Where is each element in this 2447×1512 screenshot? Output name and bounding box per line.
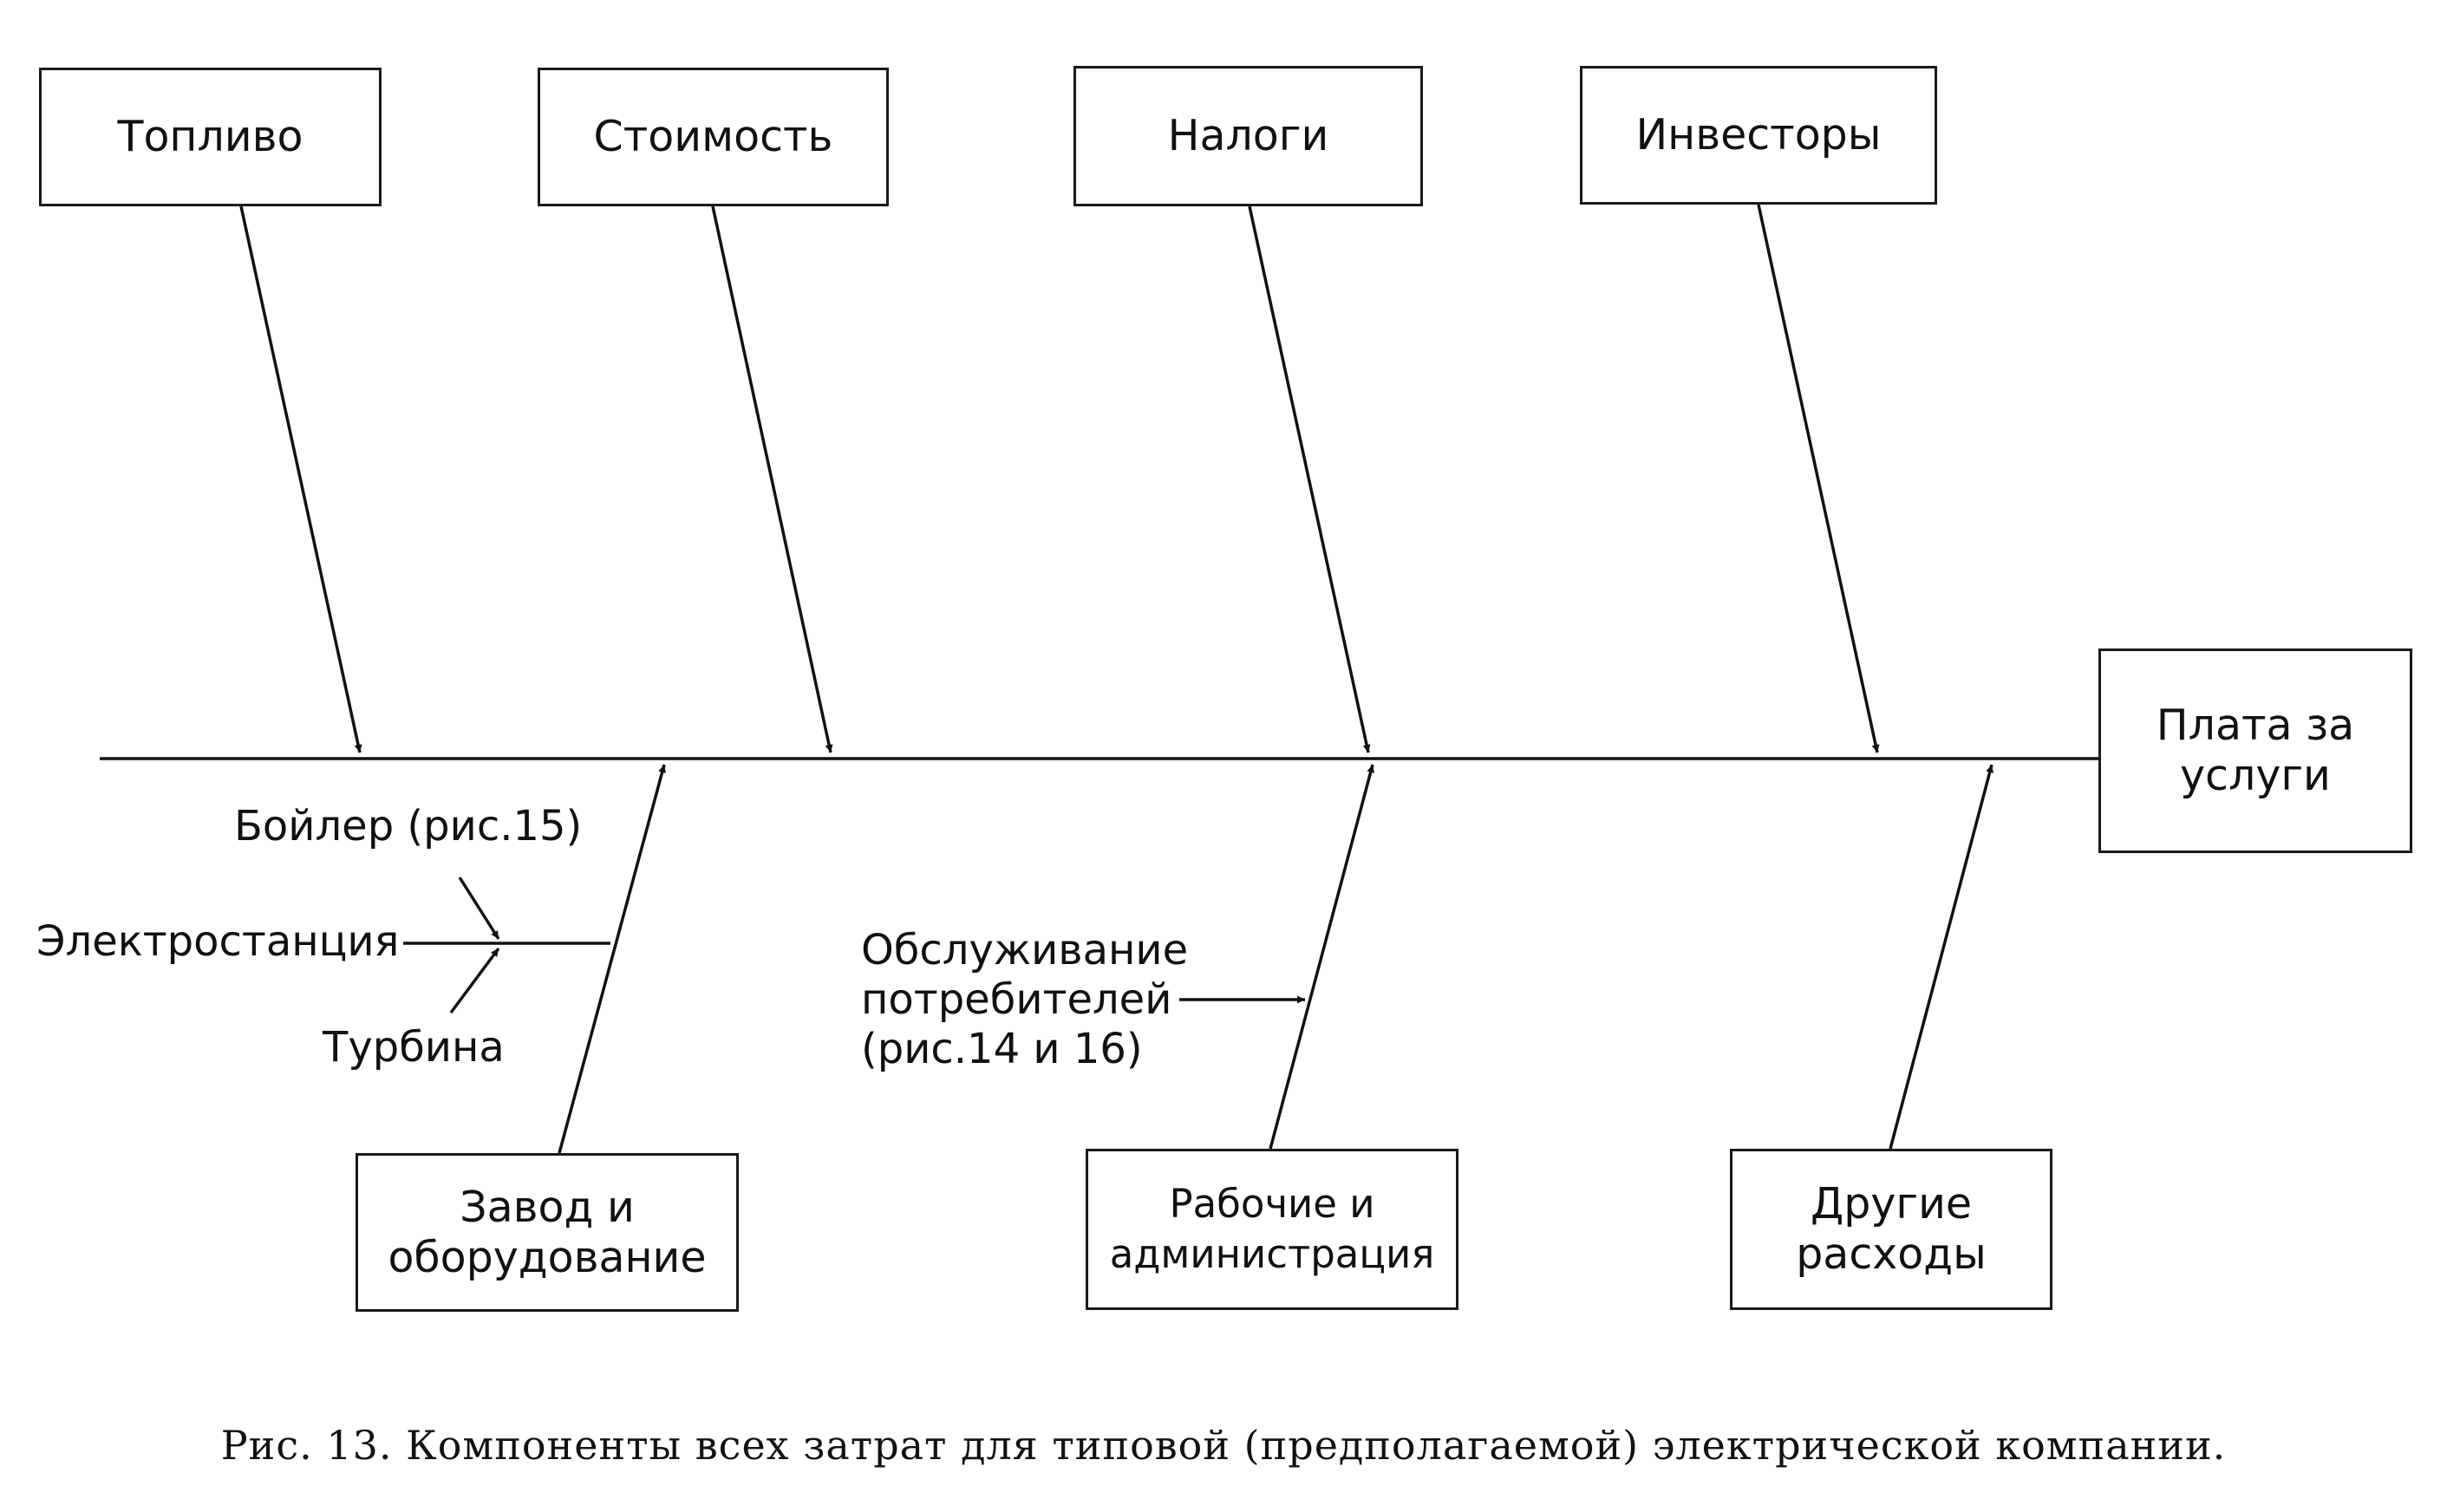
arrow-boiler [458,877,500,940]
effect-box: Плата за услуги [2098,648,2412,853]
arrow-other [1889,764,1994,1150]
cause-label-workers-admin: Рабочие и администрация [1109,1181,1435,1277]
cause-box-fuel: Топливо [39,68,382,206]
arrow-fuel [239,205,362,753]
cause-label-fuel: Топливо [117,112,303,161]
arrow-investors [1757,204,1880,753]
arrow-taxes [1248,205,1371,753]
cause-box-investors: Инвесторы [1580,66,1937,205]
effect-label: Плата за услуги [2156,701,2355,800]
cause-box-cost: Стоимость [538,68,889,206]
figure-caption: Рис. 13. Компоненты всех затрат для типо… [220,1422,2227,1469]
sub-cause-turbine: Турбина [323,1023,505,1072]
cause-label-investors: Инвесторы [1635,110,1882,160]
cause-box-plant-equipment: Завод и оборудование [356,1153,739,1312]
cause-label-cost: Стоимость [593,112,833,161]
arrow-plant [558,764,666,1154]
sub-cause-boiler: Бойлер (рис.15) [234,802,583,850]
cause-label-other-expenses: Другие расходы [1796,1179,1987,1279]
cause-box-taxes: Налоги [1073,66,1423,206]
arrow-cost [711,205,833,753]
sub-cause-customer-service: Обслуживание потребителей (рис.14 и 16) [861,926,1189,1073]
cause-box-workers-admin: Рабочие и администрация [1086,1149,1458,1310]
cause-box-other-expenses: Другие расходы [1730,1149,2052,1310]
sub-cause-power-station: Электростанция [36,917,400,966]
arrow-workers [1269,764,1375,1150]
cause-label-plant-equipment: Завод и оборудование [388,1182,707,1282]
arrow-turbine [449,947,500,1014]
cause-label-taxes: Налоги [1167,111,1329,160]
